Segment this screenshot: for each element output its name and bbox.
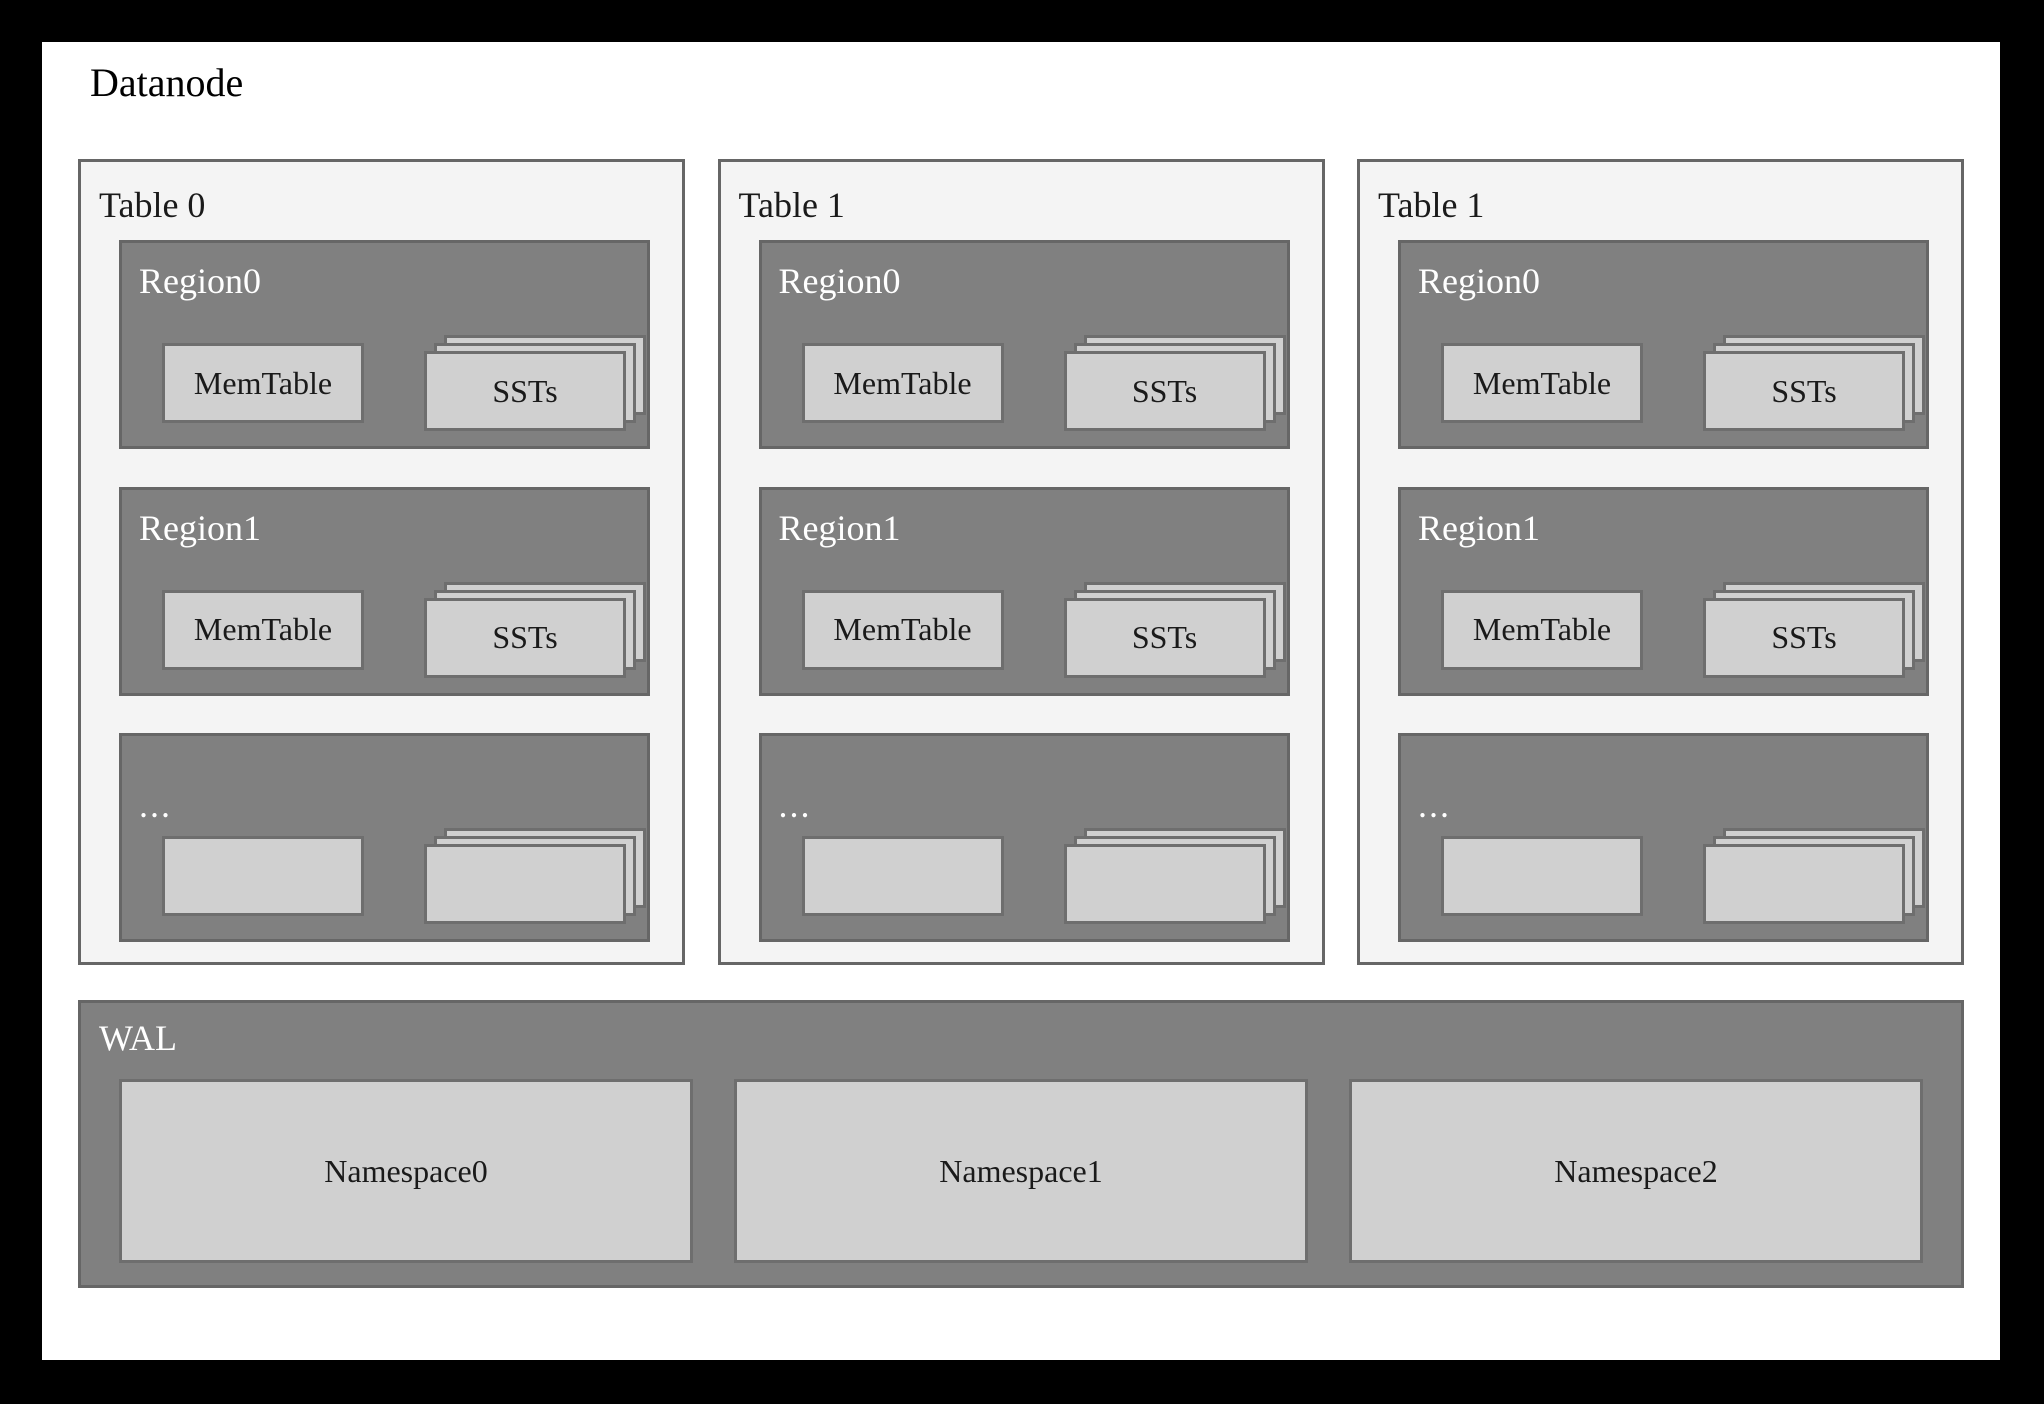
tables-row: Table 0 Region0 MemTable SSTs: [78, 159, 1964, 965]
wal-box[interactable]: WAL Namespace0 Namespace1 Namespace2: [78, 1000, 1964, 1288]
region-inner: [162, 828, 646, 924]
memtable-box[interactable]: MemTable: [801, 343, 1004, 423]
region-title: Region1: [1418, 507, 1540, 548]
table-title: Table 0: [99, 185, 206, 225]
sst-sheet-front[interactable]: SSTs: [1063, 597, 1266, 678]
ssts-stack[interactable]: [424, 828, 646, 924]
memtable-box[interactable]: MemTable: [1441, 589, 1643, 670]
memtable-box[interactable]: MemTable: [1441, 343, 1643, 423]
regions-stack: Region0 MemTable SSTs Region1: [1398, 240, 1929, 942]
sst-sheet-front[interactable]: [1703, 844, 1905, 924]
region-title: Region0: [139, 261, 261, 301]
memtable-box[interactable]: [1441, 836, 1643, 916]
namespace-box[interactable]: Namespace0: [119, 1079, 693, 1263]
ssts-stack[interactable]: SSTs: [1063, 581, 1286, 678]
region-box[interactable]: Region0 MemTable SSTs: [758, 240, 1290, 449]
region-box[interactable]: Region1 MemTable SSTs: [758, 486, 1290, 696]
region-ellipsis-label: ...: [139, 785, 172, 825]
memtable-box[interactable]: MemTable: [162, 589, 364, 670]
regions-stack: Region0 MemTable SSTs Region1: [758, 240, 1290, 942]
ssts-stack[interactable]: SSTs: [1703, 335, 1925, 431]
region-title: Region1: [778, 507, 901, 548]
region-box[interactable]: Region1 MemTable SSTs: [1398, 486, 1929, 696]
region-box-more[interactable]: ...: [119, 733, 650, 942]
table-panel[interactable]: Table 1 Region0 MemTable SSTs: [1357, 159, 1964, 965]
sst-sheet-front[interactable]: [1063, 844, 1266, 924]
region-title: Region0: [778, 261, 901, 301]
table-panel[interactable]: Table 1 Region0 MemTable SSTs: [717, 159, 1325, 965]
ssts-stack[interactable]: [1063, 828, 1286, 924]
ssts-stack[interactable]: [1703, 828, 1925, 924]
region-box[interactable]: Region0 MemTable SSTs: [1398, 240, 1929, 449]
region-inner: MemTable SSTs: [1441, 335, 1925, 431]
region-inner: MemTable SSTs: [162, 581, 646, 678]
ssts-stack[interactable]: SSTs: [1703, 581, 1925, 678]
region-title: Region0: [1418, 261, 1540, 301]
sst-sheet-front[interactable]: [424, 844, 626, 924]
wal-title: WAL: [99, 1018, 177, 1058]
regions-stack: Region0 MemTable SSTs Region1: [119, 240, 650, 942]
namespace-box[interactable]: Namespace2: [1349, 1079, 1923, 1263]
namespace-box[interactable]: Namespace1: [734, 1079, 1308, 1263]
sst-sheet-front[interactable]: SSTs: [424, 597, 626, 678]
sst-sheet-front[interactable]: SSTs: [1703, 351, 1905, 431]
region-ellipsis-label: ...: [778, 785, 812, 825]
region-inner: [801, 828, 1286, 924]
region-title: Region1: [139, 507, 261, 548]
ssts-stack[interactable]: SSTs: [1063, 335, 1286, 431]
page-title: Datanode: [90, 60, 244, 105]
memtable-box[interactable]: MemTable: [801, 589, 1004, 670]
region-box-more[interactable]: ...: [758, 733, 1290, 942]
region-box-more[interactable]: ...: [1398, 733, 1929, 942]
sst-sheet-front[interactable]: SSTs: [1063, 351, 1266, 431]
region-inner: MemTable SSTs: [801, 581, 1286, 678]
memtable-box[interactable]: [162, 836, 364, 916]
table-title: Table 1: [738, 185, 845, 225]
region-box[interactable]: Region0 MemTable SSTs: [119, 240, 650, 449]
region-inner: [1441, 828, 1925, 924]
datanode-canvas: Datanode Table 0 Region0 MemTable SSTs: [42, 42, 2000, 1360]
region-inner: MemTable SSTs: [801, 335, 1286, 431]
memtable-box[interactable]: MemTable: [162, 343, 364, 423]
region-inner: MemTable SSTs: [162, 335, 646, 431]
table-title: Table 1: [1378, 185, 1485, 225]
region-ellipsis-label: ...: [1418, 785, 1451, 825]
region-inner: MemTable SSTs: [1441, 581, 1925, 678]
sst-sheet-front[interactable]: SSTs: [1703, 597, 1905, 678]
sst-sheet-front[interactable]: SSTs: [424, 351, 626, 431]
table-panel[interactable]: Table 0 Region0 MemTable SSTs: [78, 159, 685, 965]
wal-namespaces-row: Namespace0 Namespace1 Namespace2: [119, 1079, 1923, 1263]
ssts-stack[interactable]: SSTs: [424, 335, 646, 431]
memtable-box[interactable]: [801, 836, 1004, 916]
region-box[interactable]: Region1 MemTable SSTs: [119, 486, 650, 696]
ssts-stack[interactable]: SSTs: [424, 581, 646, 678]
